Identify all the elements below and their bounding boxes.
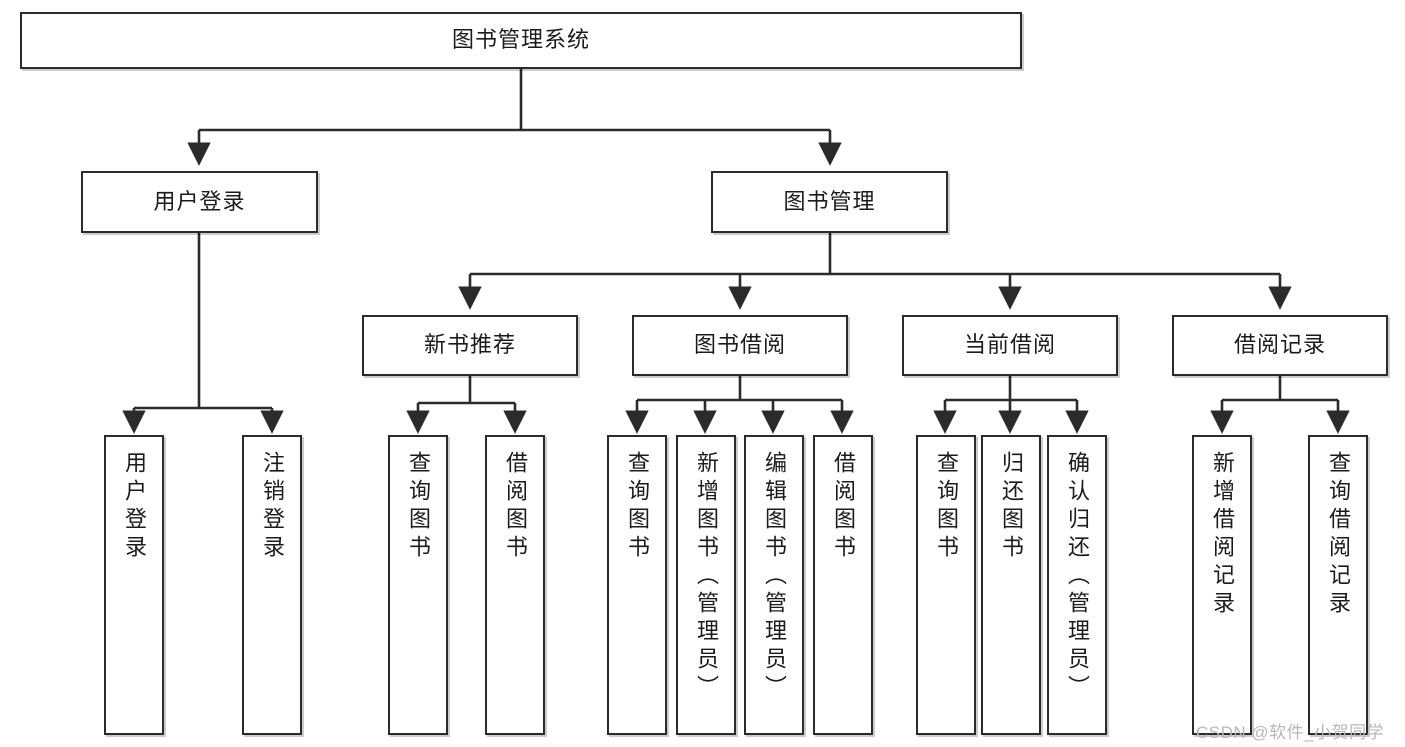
leaf-current-borrow-return[interactable]: 归还图书 [981,435,1041,735]
node-label: 用户登录 [153,188,246,214]
csdn-watermark: CSDN @软件_小贺同学 [1196,723,1385,742]
node-label: 确认归还（管理员） [1065,451,1090,703]
node-new-book-recommend[interactable]: 新书推荐 [362,315,578,376]
node-root-book-management-system[interactable]: 图书管理系统 [20,12,1022,69]
leaf-new-book-borrow[interactable]: 借阅图书 [485,435,545,735]
node-label: 当前借阅 [963,332,1056,358]
node-label: 图书管理系统 [451,27,590,53]
node-label: 借阅图书 [503,451,528,563]
leaf-user-login-signin[interactable]: 用户登录 [104,435,164,735]
leaf-book-borrow-edit[interactable]: 编辑图书（管理员） [744,435,804,735]
leaf-new-book-query[interactable]: 查询图书 [388,435,448,735]
node-borrow-record[interactable]: 借阅记录 [1172,315,1388,376]
node-label: 归还图书 [999,451,1024,563]
leaf-book-borrow-borrow[interactable]: 借阅图书 [813,435,873,735]
node-label: 注销登录 [260,451,285,563]
node-label: 新书推荐 [423,332,516,358]
leaf-book-borrow-query[interactable]: 查询图书 [607,435,667,735]
leaf-borrow-record-add[interactable]: 新增借阅记录 [1192,435,1252,735]
leaf-current-borrow-query[interactable]: 查询图书 [916,435,976,735]
node-label: 新增借阅记录 [1210,451,1235,619]
node-label: 查询图书 [406,451,431,563]
leaf-book-borrow-add[interactable]: 新增图书（管理员） [676,435,736,735]
node-label: 图书管理 [783,188,876,214]
node-label: 借阅图书 [831,451,856,563]
leaf-user-login-signout[interactable]: 注销登录 [242,435,302,735]
node-label: 图书借阅 [693,332,786,358]
node-label: 用户登录 [122,451,147,563]
leaf-current-borrow-confirm-return[interactable]: 确认归还（管理员） [1047,435,1107,735]
leaf-borrow-record-query[interactable]: 查询借阅记录 [1308,435,1368,735]
node-label: 查询借阅记录 [1326,451,1351,619]
node-label: 借阅记录 [1233,332,1326,358]
node-label: 编辑图书（管理员） [762,451,787,703]
node-label: 查询图书 [625,451,650,563]
node-current-borrow[interactable]: 当前借阅 [902,315,1118,376]
node-book-borrow[interactable]: 图书借阅 [632,315,848,376]
node-user-login[interactable]: 用户登录 [81,171,318,233]
node-label: 新增图书（管理员） [694,451,719,703]
node-label: 查询图书 [934,451,959,563]
node-book-management[interactable]: 图书管理 [711,171,948,233]
